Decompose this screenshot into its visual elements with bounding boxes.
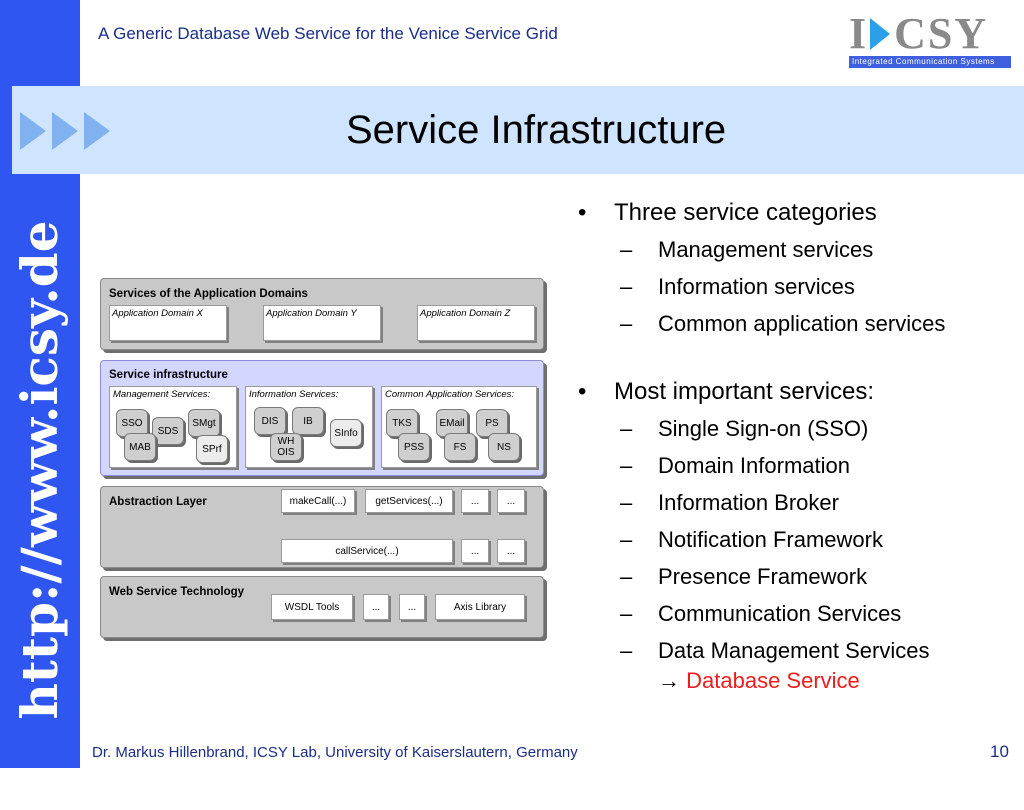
wsdl-tools-box: WSDL Tools bbox=[271, 594, 353, 620]
logo-subtitle: Integrated Communication Systems bbox=[849, 56, 1011, 68]
chevron-right-icon bbox=[84, 112, 110, 150]
management-services-group: Management Services: SSO SDS SMgt MAB SP… bbox=[109, 386, 237, 468]
service-wh-ois: WH OIS bbox=[270, 433, 302, 461]
api-box-makecall: makeCall(...) bbox=[281, 489, 355, 513]
play-arrow-icon bbox=[870, 18, 891, 50]
service-mab: MAB bbox=[124, 433, 156, 461]
service-tks: TKS bbox=[386, 409, 418, 437]
sub-bullet-item: –Notification Framework bbox=[620, 527, 883, 552]
app-domain-box: Application Domain Y bbox=[263, 305, 381, 341]
service-sinfo: SInfo bbox=[330, 419, 362, 447]
sub-bullet-item: –Presence Framework bbox=[620, 564, 868, 589]
web-service-technology-layer: Web Service Technology WSDL Tools ... ..… bbox=[100, 576, 544, 638]
information-services-group: Information Services: DIS IB WH OIS SInf… bbox=[245, 386, 373, 468]
api-box-ellipsis: ... bbox=[461, 539, 489, 563]
bullet-list: •Three service categories –Management se… bbox=[576, 198, 1016, 696]
database-service-highlight: Database Service bbox=[686, 668, 860, 693]
logo-letter: Y bbox=[954, 9, 987, 58]
footer-text: Dr. Markus Hillenbrand, ICSY Lab, Univer… bbox=[92, 744, 578, 761]
chevron-right-icon bbox=[52, 112, 78, 150]
app-domain-box: Application Domain X bbox=[109, 305, 227, 341]
group-label: Common Application Services: bbox=[385, 389, 515, 400]
bullet-item: •Three service categories bbox=[578, 199, 877, 226]
service-fs: FS bbox=[444, 433, 476, 461]
logo-letter: I bbox=[849, 9, 867, 58]
app-domains-layer: Services of the Application Domains Appl… bbox=[100, 278, 544, 350]
wst-ellipsis-box: ... bbox=[363, 594, 389, 620]
api-box-ellipsis: ... bbox=[497, 539, 525, 563]
arrow-right-icon: → bbox=[658, 668, 680, 693]
wst-ellipsis-box: ... bbox=[399, 594, 425, 620]
infrastructure-title: Service infrastructure bbox=[109, 369, 228, 381]
api-box-getservices: getServices(...) bbox=[365, 489, 453, 513]
side-url-text: http://www.icsy.de bbox=[10, 220, 69, 720]
logo-letter: C bbox=[894, 9, 926, 58]
sub-bullet-item: –Information Broker bbox=[620, 490, 839, 515]
service-dis: DIS bbox=[254, 407, 286, 435]
service-ps: PS bbox=[476, 409, 508, 437]
api-box-ellipsis: ... bbox=[497, 489, 525, 513]
slide-title: Service Infrastructure bbox=[346, 108, 727, 152]
logo-letter: S bbox=[927, 9, 953, 58]
service-sprf: SPrf bbox=[196, 435, 228, 463]
group-label: Information Services: bbox=[249, 389, 339, 400]
title-band bbox=[12, 86, 1024, 174]
app-domains-title: Services of the Application Domains bbox=[109, 288, 308, 300]
service-email: EMail bbox=[436, 409, 468, 437]
architecture-diagram: Services of the Application Domains Appl… bbox=[98, 278, 546, 640]
sub-bullet-item: –Domain Information bbox=[620, 453, 850, 478]
service-smgt: SMgt bbox=[188, 409, 220, 437]
chevron-right-icon bbox=[20, 112, 46, 150]
service-sds: SDS bbox=[152, 417, 184, 445]
api-box-callservice: callService(...) bbox=[281, 539, 453, 563]
bullet-item: •Most important services: bbox=[578, 378, 875, 405]
common-services-group: Common Application Services: TKS EMail P… bbox=[381, 386, 537, 468]
service-infrastructure-layer: Service infrastructure Management Servic… bbox=[100, 360, 544, 476]
app-domain-box: Application Domain Z bbox=[417, 305, 535, 341]
sub-bullet-item: –Data Management Services → Database Ser… bbox=[576, 636, 1016, 696]
axis-library-box: Axis Library bbox=[435, 594, 525, 620]
wst-title: Web Service Technology bbox=[109, 586, 245, 598]
page-number: 10 bbox=[990, 742, 1009, 761]
service-ns: NS bbox=[488, 433, 520, 461]
service-pss: PSS bbox=[398, 433, 430, 461]
sub-bullet-item: –Communication Services bbox=[620, 601, 902, 626]
api-box-ellipsis: ... bbox=[461, 489, 489, 513]
service-ib: IB bbox=[292, 407, 324, 435]
group-label: Management Services: bbox=[113, 389, 211, 400]
sub-bullet-item: –Single Sign-on (SSO) bbox=[620, 416, 869, 441]
icsy-logo: I C S Y Integrated Communication Systems bbox=[849, 9, 1011, 68]
sub-bullet-item: –Common application services bbox=[620, 311, 946, 336]
header-title: A Generic Database Web Service for the V… bbox=[98, 24, 558, 43]
abstraction-layer: Abstraction Layer makeCall(...) getServi… bbox=[100, 486, 544, 568]
abstraction-title: Abstraction Layer bbox=[109, 496, 207, 508]
sub-bullet-item: –Management services bbox=[620, 237, 874, 262]
sub-bullet-item: –Information services bbox=[620, 274, 855, 299]
database-service-line: → Database Service bbox=[658, 666, 1016, 696]
